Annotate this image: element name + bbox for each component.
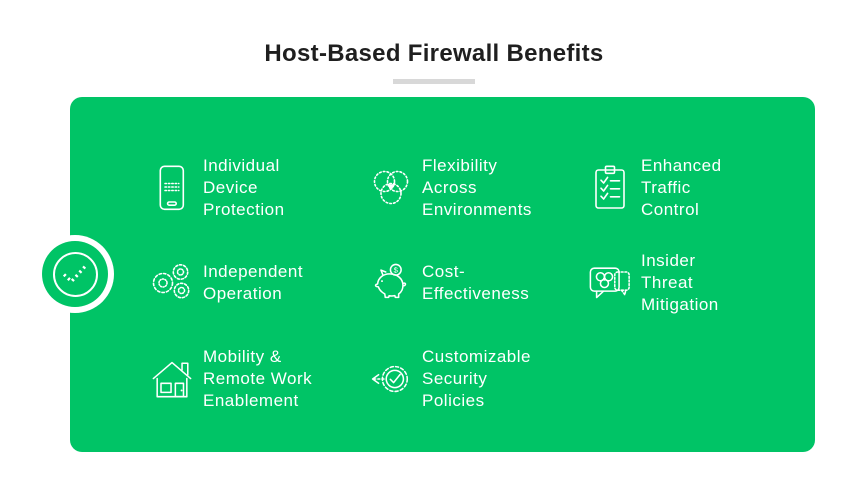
- benefit-label: Mobility & Remote Work Enablement: [203, 347, 313, 410]
- benefit-item-individual-device-protection: Individual Device Protection: [150, 140, 369, 235]
- benefit-item-flexibility-across-environments: Flexibility Across Environments: [369, 140, 588, 235]
- benefits-grid: Individual Device Protection Flexibility…: [150, 140, 807, 428]
- badge-ring: [42, 241, 108, 307]
- benefit-label: Cost- Effectiveness: [422, 261, 530, 303]
- benefit-item-cost-effectiveness: $ Cost- Effectiveness: [369, 235, 588, 330]
- benefits-panel: Individual Device Protection Flexibility…: [70, 97, 815, 452]
- benefit-item-mobility-remote-work: Mobility & Remote Work Enablement: [150, 330, 369, 428]
- check-badge: [36, 235, 114, 313]
- svg-text:$: $: [394, 265, 399, 274]
- benefit-label: Independent Operation: [203, 261, 304, 303]
- badge-inner-circle: [52, 251, 98, 297]
- empty-cell: [588, 330, 807, 428]
- threat-chat-icon: [588, 263, 632, 303]
- benefit-label: Flexibility Across Environments: [422, 155, 532, 219]
- benefit-item-customizable-security-policies: Customizable Security Policies: [369, 330, 588, 428]
- benefit-label: Customizable Security Policies: [422, 347, 531, 410]
- title-divider: [393, 79, 475, 84]
- checklist-clipboard-icon: [588, 164, 632, 211]
- benefit-item-independent-operation: Independent Operation: [150, 235, 369, 330]
- benefit-item-enhanced-traffic-control: Enhanced Traffic Control: [588, 140, 807, 235]
- page-title: Host-Based Firewall Benefits: [264, 40, 604, 67]
- gears-icon: [150, 262, 194, 304]
- benefit-item-insider-threat-mitigation: Insider Threat Mitigation: [588, 235, 807, 330]
- check-icon: [62, 264, 88, 284]
- security-badge-icon: [369, 359, 413, 399]
- benefit-label: Enhanced Traffic Control: [641, 155, 722, 219]
- venn-circles-icon: [369, 169, 413, 207]
- smartphone-icon: [150, 164, 194, 211]
- benefit-label: Individual Device Protection: [203, 155, 285, 219]
- house-icon: [150, 357, 194, 401]
- benefit-label: Insider Threat Mitigation: [641, 250, 719, 314]
- piggy-bank-icon: $: [369, 262, 413, 304]
